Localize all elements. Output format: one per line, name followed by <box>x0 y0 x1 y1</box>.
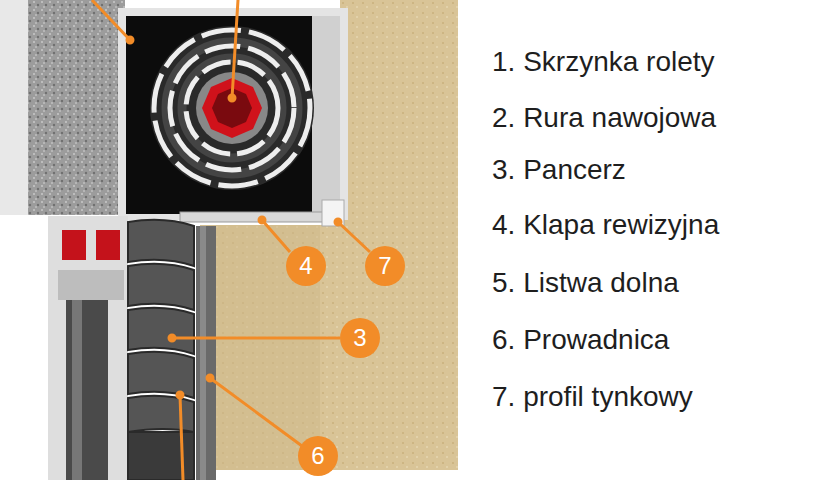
revision-flap <box>180 212 342 222</box>
insulation-board <box>0 0 28 215</box>
box-interior <box>126 16 340 214</box>
curtain-roll <box>150 26 314 190</box>
part-name: 1. Skrzynka rolety <box>492 45 715 79</box>
part-name: 5. Listwa dolna <box>492 266 679 300</box>
plaster-profile <box>322 200 344 226</box>
guide-rail <box>196 226 216 480</box>
window-frame <box>48 216 128 480</box>
callout-number: 4 <box>299 254 312 278</box>
leader-lines <box>92 0 370 480</box>
winding-tube-inner <box>212 88 252 128</box>
part-name: 3. Pancerz <box>492 153 626 187</box>
wall-reveal <box>200 225 320 470</box>
part-name: 4. Klapa rewizyjna <box>492 208 719 242</box>
guide-rail-highlight <box>200 226 206 480</box>
part-name: 2. Rura nawojowa <box>492 101 716 135</box>
box-casing <box>118 8 348 220</box>
wall <box>340 0 458 228</box>
callout-number: 3 <box>353 326 366 350</box>
part-name: 7. profil tynkowy <box>492 380 693 414</box>
wall-lower <box>200 225 458 470</box>
callout-circle: 6 <box>298 436 338 476</box>
part-name: 6. Prowadnica <box>492 323 669 357</box>
box-side <box>312 16 340 214</box>
callout-circle: 7 <box>365 246 405 286</box>
callout-number: 7 <box>378 254 391 278</box>
callout-number: 6 <box>311 444 324 468</box>
callout-circle: 4 <box>286 246 326 286</box>
insulation <box>0 0 125 215</box>
callout-circle: 3 <box>340 318 380 358</box>
curtain-slats <box>128 220 194 480</box>
